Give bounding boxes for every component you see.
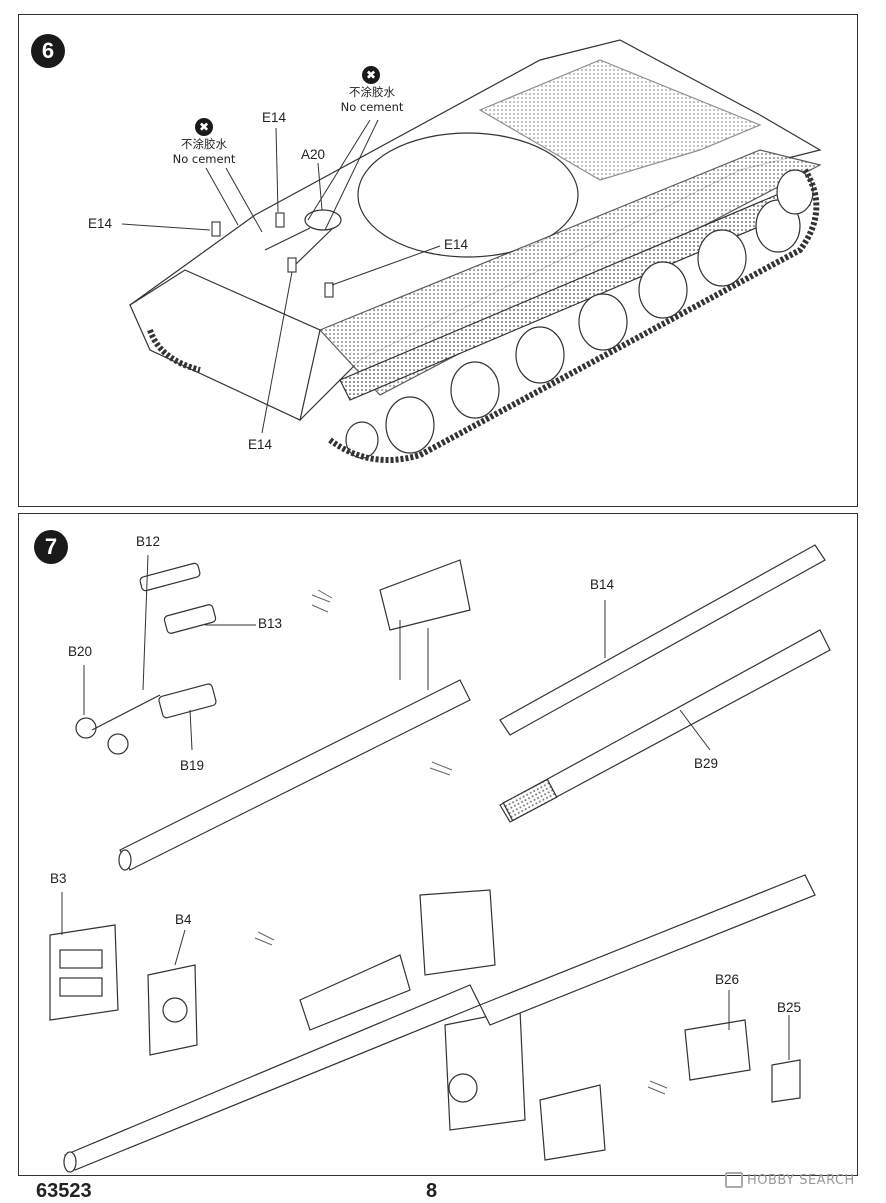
b4-part [147, 964, 198, 1056]
step-7-badge: 7 [34, 530, 68, 564]
label-b3: B3 [50, 871, 67, 886]
gun-mantlet-assembly [419, 874, 816, 1131]
watermark-text: HOBBY SEARCH [747, 1172, 855, 1188]
b29-part [499, 629, 831, 823]
step-6-badge: 6 [31, 34, 65, 68]
watermark: HOBBY SEARCH [725, 1172, 855, 1188]
e14-parts [211, 212, 334, 298]
road-wheels [345, 169, 814, 459]
label-b29: B29 [694, 756, 719, 771]
label-b19: B19 [180, 758, 205, 773]
b26-part [684, 1019, 751, 1081]
label-b14: B14 [590, 577, 615, 592]
label-b12: B12 [136, 534, 161, 549]
label-e14-left: E14 [88, 216, 113, 231]
tank-hull [129, 39, 822, 421]
no-cement-note-2-english: No cement [340, 100, 404, 114]
no-cement-note-1-chinese: 不涂胶水 [181, 137, 227, 151]
b14-part [499, 544, 826, 736]
b12-part [139, 562, 201, 592]
page-number: 8 [426, 1180, 438, 1202]
no-cement-icon: ✖ [195, 118, 213, 136]
product-code: 63523 [36, 1180, 92, 1202]
label-e14-top: E14 [262, 110, 287, 125]
gun-mount-bracket [539, 1084, 606, 1161]
no-cement-note-2: 不涂胶水 No cement [334, 85, 410, 115]
b19-part [158, 683, 217, 719]
label-e14-bottom: E14 [248, 437, 273, 452]
label-a20: A20 [301, 147, 326, 162]
label-b13: B13 [258, 616, 283, 631]
no-cement-note-2-chinese: 不涂胶水 [349, 85, 395, 99]
no-cement-note-1-english: No cement [172, 152, 236, 166]
label-e14-right: E14 [444, 237, 469, 252]
watermark-logo-icon [725, 1172, 743, 1188]
gun-barrel-2 [63, 954, 481, 1173]
b25-part [771, 1059, 801, 1103]
b13-part [163, 604, 217, 634]
b20-part [75, 694, 161, 755]
b3-part [49, 924, 119, 1021]
no-cement-note-1: 不涂胶水 No cement [166, 137, 242, 167]
gun-barrel-1 [118, 559, 471, 871]
label-b20: B20 [68, 644, 93, 659]
no-cement-icon: ✖ [362, 66, 380, 84]
label-b4: B4 [175, 912, 192, 927]
label-b26: B26 [715, 972, 740, 987]
label-b25: B25 [777, 1000, 802, 1015]
